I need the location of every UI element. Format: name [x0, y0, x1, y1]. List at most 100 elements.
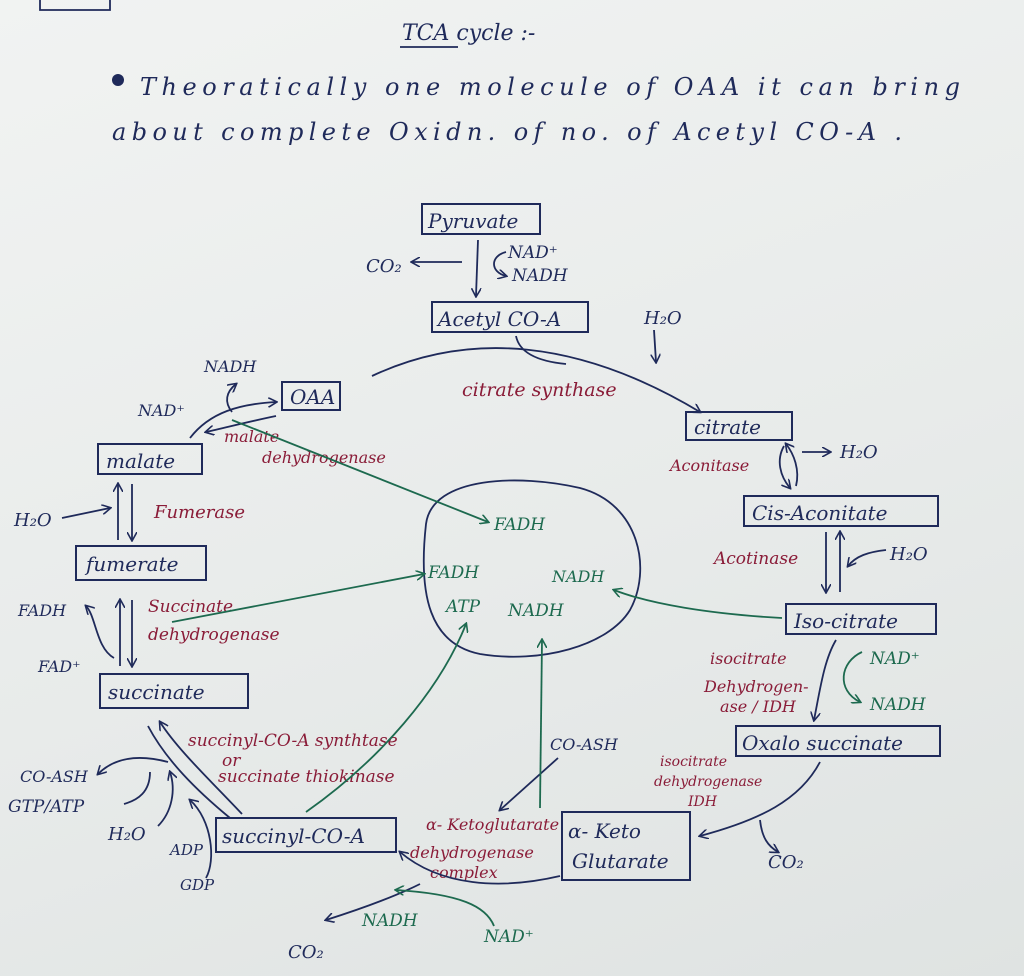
sct-label-line-1: succinyl-CO-A synthtase	[188, 731, 398, 751]
idh-label-line-2: Dehydrogen-	[703, 677, 809, 696]
nad-mdh-label: NAD⁺	[137, 401, 185, 420]
sdh-label-line-2: dehydrogenase	[148, 625, 280, 645]
adp-label: ADP	[168, 841, 204, 859]
gtp-atp-label: GTP/ATP	[8, 797, 85, 817]
h2o-fum-label: H₂O	[13, 510, 52, 531]
bullet-icon	[112, 74, 124, 86]
idh-to-pool-arrow	[614, 590, 783, 619]
coash-sct-label: CO-ASH	[20, 767, 89, 786]
malate-to-oaa-arrow	[189, 402, 276, 439]
energy-pool-circle	[422, 479, 642, 658]
note-line-1: Theoratically one molecule of OAA it can…	[140, 73, 960, 101]
oxalosuccinate-label: Oxalo succinate	[742, 731, 903, 755]
sdh-label-line-1: Succinate	[148, 597, 233, 617]
mdh-label-line-1: malate	[224, 427, 279, 446]
isocitrate-label: Iso-citrate	[793, 609, 898, 633]
sct-label-line-2: or	[222, 751, 241, 771]
nad-pyruvate-label: NAD⁺	[507, 243, 558, 263]
nadh-mdh-label: NADH	[203, 357, 257, 376]
malate-box	[97, 443, 203, 475]
pool-nadh-low: NADH	[507, 601, 565, 621]
citrate-to-cis-arrow	[778, 445, 790, 488]
pyruvate-label: Pyruvate	[427, 209, 518, 233]
coash-akg-label: CO-ASH	[550, 735, 619, 754]
akg-dh-label-line-2: dehydrogenase	[410, 843, 534, 862]
akg-dh-label-line-3: complex	[430, 863, 498, 882]
h2o-sct-arrow	[157, 772, 173, 827]
nadh-pyruvate-label: NADH	[511, 266, 569, 286]
co2-akg-label: CO₂	[288, 942, 324, 963]
pool-atp: ATP	[444, 597, 481, 617]
acetyl-join-line	[515, 335, 567, 365]
akg-label-line-1: α- Keto	[568, 819, 641, 843]
idh-label-line-1: isocitrate	[710, 649, 787, 668]
citrate-synthase-label: citrate synthase	[462, 379, 617, 401]
fadh-sdh-label: FADH	[17, 601, 67, 620]
note-line-2: about complete Oxidn. of no. of Acetyl C…	[112, 118, 902, 146]
nadh-idh-label: NADH	[869, 695, 927, 715]
co2-oxalo-label: CO₂	[768, 852, 804, 873]
alpha-ketoglutarate-box	[561, 811, 691, 881]
h2o-citrate-out-label: H₂O	[839, 442, 878, 463]
oaa-to-malate-arrow	[206, 415, 277, 432]
acetyl-coa-label: Acetyl CO-A	[436, 307, 561, 331]
nad-akg-label: NAD⁺	[483, 927, 534, 947]
gtp-line	[123, 771, 151, 805]
h2o-sct-label: H₂O	[107, 824, 146, 845]
nad-mdh-arrow	[226, 384, 236, 413]
h2o-cis-label: H₂O	[889, 544, 928, 565]
akg-to-pool-arrow	[540, 640, 542, 809]
pyruvate-box	[421, 203, 541, 235]
aconitase-label: Aconitase	[668, 456, 749, 475]
oaa-to-citrate-arc	[371, 347, 700, 412]
oxalo-to-akg-arrow	[700, 761, 821, 836]
akg-label-line-2: Glutarate	[572, 849, 669, 873]
succinyl-coa-box	[215, 817, 397, 853]
oaa-box	[281, 381, 341, 411]
akg-dh-label-line-1: α- Ketoglutarate	[426, 815, 559, 834]
cis-aconitate-label: Cis-Aconitate	[752, 501, 888, 525]
sdh-to-pool-arrow	[171, 574, 424, 623]
succinylcoa-to-succinate-arrow	[160, 722, 243, 815]
fumerate-label: fumerate	[84, 552, 178, 576]
h2o-cis-arrow	[848, 549, 887, 566]
gdp-label: GDP	[180, 876, 215, 894]
fad-sdh-label: FAD⁺	[37, 657, 81, 676]
coash-akg-arrow	[500, 757, 559, 810]
fad-reduction-arrow	[86, 606, 115, 659]
acetyl-coa-box	[431, 301, 589, 333]
malate-label: malate	[106, 449, 175, 473]
mdh-to-pool-arrow	[231, 419, 488, 522]
co2-pyruvate-label: CO₂	[366, 256, 402, 277]
nad-reduction-arrow	[493, 251, 506, 276]
succinate-to-succinylcoa-line	[147, 725, 231, 819]
nad-idh-label: NAD⁺	[869, 649, 920, 669]
idh-nad-arrow	[842, 651, 863, 702]
cis-to-citrate-arrow	[786, 444, 799, 487]
margin-mark	[39, 0, 111, 11]
succinate-box	[99, 673, 249, 709]
pool-fadh-mid: FADH	[427, 563, 480, 583]
isocitrate-box	[785, 603, 937, 635]
citrate-box	[685, 411, 793, 441]
acotinase-label: Acotinase	[712, 549, 798, 569]
succinyl-coa-label: succinyl-CO-A	[222, 824, 365, 848]
fumerate-box	[75, 545, 207, 581]
co2-akg-arrow	[326, 883, 421, 920]
idh-label-line-3: ase / IDH	[720, 697, 797, 716]
akg-nad-arrow	[396, 890, 495, 927]
idh2-label-line-2: dehydrogenase	[654, 774, 762, 790]
coash-release-arrow	[98, 757, 169, 774]
oaa-label: OAA	[290, 385, 335, 409]
succinate-label: succinate	[108, 680, 205, 704]
citrate-label: citrate	[694, 415, 761, 439]
idh2-label-line-1: isocitrate	[660, 754, 727, 770]
iso-to-oxalo-arrow	[814, 639, 837, 720]
pool-fadh-top: FADH	[493, 515, 546, 535]
co2-oxalo-arrow	[759, 819, 778, 852]
h2o-citrate-in-label: H₂O	[643, 308, 682, 329]
page-title: TCA cycle :-	[402, 21, 535, 46]
sct-label-line-3: succinate thiokinase	[218, 767, 395, 787]
